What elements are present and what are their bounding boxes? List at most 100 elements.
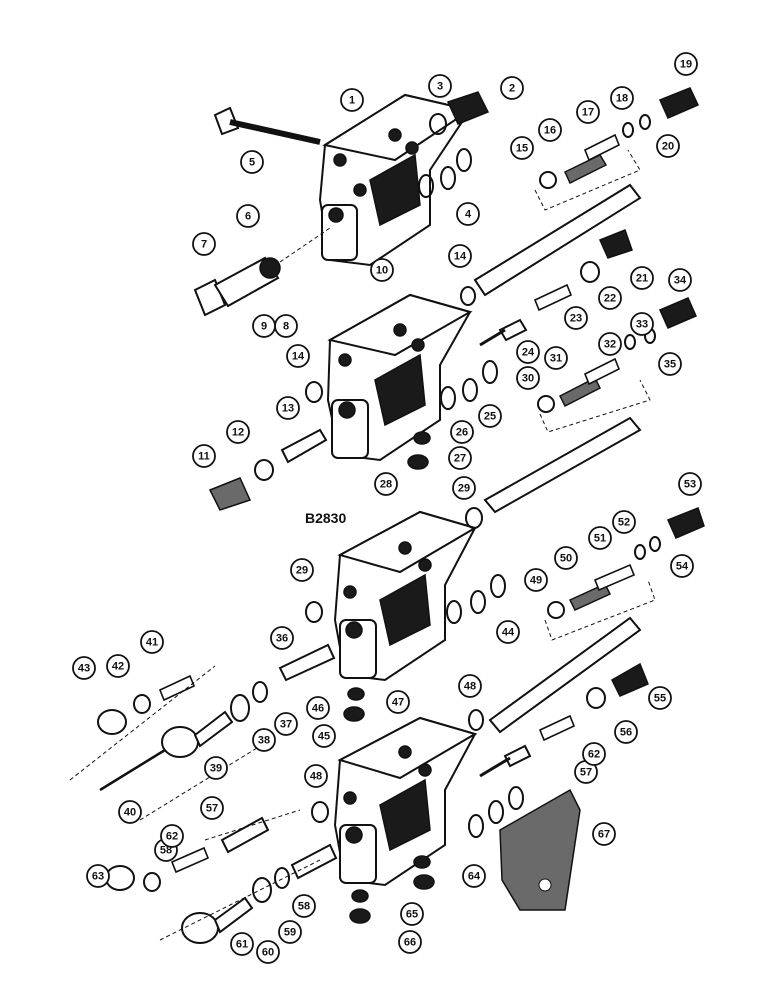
callout-number: 57 <box>580 767 592 779</box>
callout-number: 35 <box>664 359 676 371</box>
nuts-45-46 <box>343 687 365 722</box>
callout-64: 64 <box>462 864 486 888</box>
callout-number: 48 <box>310 771 322 783</box>
callout-number: 43 <box>78 663 90 675</box>
callout-number: 59 <box>284 927 296 939</box>
spool-lower <box>488 616 642 734</box>
callout-number: 1 <box>349 95 355 107</box>
plunger-6-7 <box>193 256 281 317</box>
callout-43: 43 <box>72 656 96 680</box>
callout-4: 4 <box>456 202 480 226</box>
callout-number: 26 <box>456 427 468 439</box>
callout-number: 42 <box>112 661 124 673</box>
callout-58-2: 58 <box>292 894 316 918</box>
callout-number: 34 <box>674 275 687 287</box>
callout-28: 28 <box>374 472 398 496</box>
callout-number: 41 <box>146 637 158 649</box>
plug-2 <box>446 91 490 125</box>
callout-58-1: 58 <box>154 838 178 862</box>
callout-number: 57 <box>206 803 218 815</box>
callout-number: 27 <box>454 453 466 465</box>
callout-12: 12 <box>226 420 250 444</box>
callout-42: 42 <box>106 654 130 678</box>
callout-62-2: 62 <box>160 824 184 848</box>
callout-number: 48 <box>464 681 476 693</box>
callout-number: 36 <box>276 633 288 645</box>
o-rings-25 <box>440 360 498 410</box>
callout-31: 31 <box>544 346 568 370</box>
spool-upper <box>473 183 642 297</box>
callout-48-1: 48 <box>458 674 482 698</box>
callout-number: 33 <box>636 319 648 331</box>
callout-number: 47 <box>392 697 404 709</box>
spring-group-21-35 <box>479 229 697 433</box>
callout-63: 63 <box>86 864 110 888</box>
callout-number: 51 <box>594 533 606 545</box>
nuts-65-66 <box>349 855 435 924</box>
o-rings-44 <box>446 574 506 624</box>
nuts-26-27 <box>407 431 431 470</box>
callout-number: 14 <box>292 351 305 363</box>
callout-59: 59 <box>278 920 302 944</box>
callout-40: 40 <box>118 800 142 824</box>
guide-line <box>279 227 331 263</box>
callout-9: 9 <box>252 314 276 338</box>
callout-number: 54 <box>676 561 689 573</box>
o-ring-29a <box>465 507 483 529</box>
o-ring-48b <box>311 801 329 823</box>
callout-1: 1 <box>340 88 364 112</box>
callout-number: 52 <box>618 517 630 529</box>
o-ring-48a <box>468 709 484 731</box>
callout-number: 17 <box>582 107 594 119</box>
callout-33: 33 <box>630 312 654 336</box>
callout-45: 45 <box>312 724 336 748</box>
callout-number: 44 <box>502 627 515 639</box>
callout-number: 32 <box>604 339 616 351</box>
callout-48-2: 48 <box>304 764 328 788</box>
valve-body-10 <box>326 293 473 462</box>
callout-29-1: 29 <box>452 476 476 500</box>
callout-29-2: 29 <box>290 558 314 582</box>
o-rings-64 <box>468 786 524 838</box>
callout-15: 15 <box>510 136 534 160</box>
callout-52: 52 <box>612 510 636 534</box>
callout-number: 16 <box>544 125 556 137</box>
valve-body-47 <box>333 716 478 887</box>
callout-number: 18 <box>616 93 628 105</box>
callout-number: 4 <box>465 209 472 221</box>
callout-21: 21 <box>630 266 654 290</box>
callout-36: 36 <box>270 626 294 650</box>
callout-61: 61 <box>230 932 254 956</box>
callout-number: 29 <box>458 483 470 495</box>
drawing-code: B2830 <box>305 510 346 526</box>
callout-number: 49 <box>530 575 542 587</box>
callout-number: 58 <box>298 901 310 913</box>
callout-number: 53 <box>684 479 696 491</box>
callout-53: 53 <box>678 472 702 496</box>
callout-number: 28 <box>380 479 392 491</box>
o-ring-12 <box>254 459 274 481</box>
plug-11 <box>208 477 252 511</box>
callout-number: 29 <box>296 565 308 577</box>
callout-26: 26 <box>450 420 474 444</box>
bolt-5 <box>213 106 321 145</box>
callout-16: 16 <box>538 118 562 142</box>
callout-number: 5 <box>249 157 255 169</box>
callout-number: 66 <box>404 937 416 949</box>
callout-24: 24 <box>516 340 540 364</box>
callout-20: 20 <box>656 134 680 158</box>
callout-49: 49 <box>524 568 548 592</box>
callout-6: 6 <box>236 204 260 228</box>
callout-number: 14 <box>454 251 467 263</box>
callout-17: 17 <box>576 100 600 124</box>
callout-number: 11 <box>198 451 210 463</box>
callout-46: 46 <box>306 696 330 720</box>
callout-number: 23 <box>570 313 582 325</box>
callout-number: 31 <box>550 353 562 365</box>
callout-number: 8 <box>283 321 289 333</box>
callout-number: 67 <box>598 829 610 841</box>
callout-44: 44 <box>496 620 520 644</box>
valve-body-28 <box>333 510 478 682</box>
callout-57-2: 57 <box>200 796 224 820</box>
